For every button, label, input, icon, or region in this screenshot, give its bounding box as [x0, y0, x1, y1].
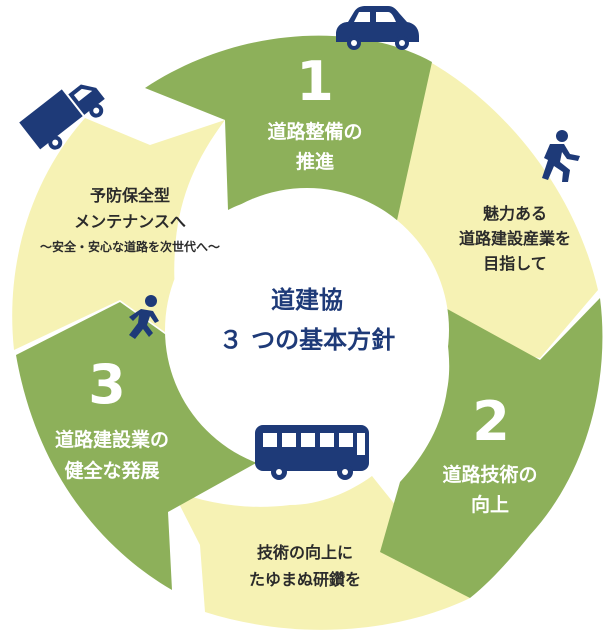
- truck-icon: [19, 84, 105, 150]
- center-title-line1: 道建協: [271, 286, 343, 314]
- segment-2-label-line2: 向上: [470, 494, 509, 516]
- segment-3-number: 3: [88, 353, 126, 416]
- segment-maintenance-label-line3: ～安全・安心な道路を次世代へ～: [39, 240, 220, 254]
- segment-green-right: [380, 298, 603, 598]
- segment-green-left: [16, 302, 258, 590]
- center-circle: [165, 188, 449, 472]
- segment-attractive-label-line3: 目指して: [483, 254, 547, 273]
- car-icon: [336, 6, 419, 50]
- segment-1-number: 1: [296, 50, 334, 113]
- segment-green-top: [145, 35, 432, 226]
- segment-maintenance-label-line2: メンテナンスへ: [74, 212, 186, 231]
- segment-3-label-line2: 健全な発展: [64, 460, 160, 482]
- climbing-person-icon: [542, 130, 580, 182]
- segment-3-label-line1: 道路建設業の: [54, 429, 169, 451]
- walking-person-icon: [129, 295, 159, 339]
- segment-2-number: 2: [472, 390, 510, 453]
- segment-1-label-line2: 推進: [295, 151, 334, 173]
- segment-attractive-label-line1: 魅力ある: [482, 204, 547, 223]
- bus-icon: [255, 425, 369, 480]
- center-title-line2: ３ つの基本方針: [218, 326, 396, 354]
- segment-training-label-line1: 技術の向上に: [256, 543, 353, 562]
- segment-2-label-line1: 道路技術の: [442, 464, 538, 486]
- segment-1-label-line1: 道路整備の: [267, 121, 363, 143]
- segment-training-label-line2: たゆまぬ研鑽を: [248, 570, 361, 589]
- segment-maintenance-label-line1: 予防保全型: [89, 186, 170, 205]
- segment-attractive-label-line2: 道路建設産業を: [458, 229, 571, 248]
